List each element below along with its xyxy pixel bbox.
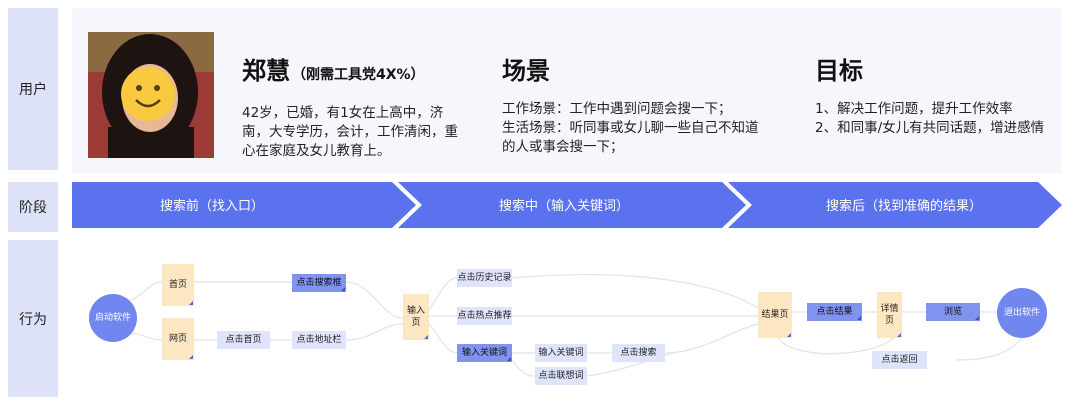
click-search-box-node: 点击搜索框 <box>292 274 346 292</box>
stage-after-label: 搜索后（找到准确的结果） <box>826 198 982 214</box>
detail-page-node: 详情页 <box>877 292 902 338</box>
row-label-action: 行为 <box>8 240 58 397</box>
scene-work: 工作场景：工作中遇到问题会搜一下； <box>502 101 732 117</box>
click-back-node: 点击返回 <box>872 351 927 369</box>
stage-bar: 搜索前（找入口） 搜索中（输入关键词） 搜索后（找到准确的结果） <box>72 182 1062 228</box>
web-page-node: 网页 <box>162 318 194 360</box>
input-page-node: 输入页 <box>403 294 429 340</box>
goal-title: 目标 <box>815 57 863 85</box>
stage-before-label: 搜索前（找入口） <box>160 198 264 214</box>
persona-tag: （刚需工具党4X%） <box>292 67 425 83</box>
click-search-node: 点击搜索 <box>612 344 665 362</box>
stage-during-arrow <box>398 182 746 228</box>
goal-1: 1、解决工作问题，提升工作效率 <box>815 101 1013 117</box>
scene-title: 场景 <box>502 57 550 85</box>
input-keyword-node: 输入关键词 <box>457 344 512 362</box>
row-label-user: 用户 <box>8 8 58 170</box>
result-page-node: 结果页 <box>758 292 792 338</box>
persona-panel: 郑慧（刚需工具党4X%） 42岁，已婚，有1女在上高中，济南，大专学历，会计，工… <box>72 8 1062 173</box>
goal-2: 2、和同事/女儿有共同话题，增进感情 <box>815 120 1045 136</box>
input-keyword-step-node: 输入关键词 <box>535 344 587 362</box>
click-address-bar-node: 点击地址栏 <box>292 331 346 349</box>
stage-during-label: 搜索中（输入关键词） <box>499 198 629 214</box>
row-label-stage: 阶段 <box>8 182 58 232</box>
persona-name: 郑慧 <box>242 57 290 85</box>
click-result-node: 点击结果 <box>807 303 862 321</box>
persona-description: 42岁，已婚，有1女在上高中，济南，大专学历，会计，工作清闲，重心在家庭及女儿教… <box>242 105 458 159</box>
persona-avatar-illustration <box>88 32 214 158</box>
persona-photo <box>88 32 214 158</box>
goal-info: 目标 1、解决工作问题，提升工作效率 2、和同事/女儿有共同话题，增进感情 <box>815 56 1055 138</box>
start-app-node: 启动软件 <box>89 294 137 342</box>
click-hot-recommend-node: 点击热点推荐 <box>457 307 512 325</box>
click-home-node: 点击首页 <box>217 331 270 349</box>
stage-after-arrow <box>728 182 1062 228</box>
scene-info: 场景 工作场景：工作中遇到问题会搜一下； 生活场景：听同事或女儿聊一些自己不知道… <box>502 56 762 157</box>
stage-before-arrow <box>72 182 416 228</box>
behavior-flow: 启动软件 首页 网页 点击搜索框 点击首页 点击地址栏 输入页 点击历史记录 点… <box>72 240 1062 397</box>
scene-life: 生活场景：听同事或女儿聊一些自己不知道的人或事会搜一下； <box>502 120 759 155</box>
exit-app-node: 退出软件 <box>997 288 1047 338</box>
click-suggestion-node: 点击联想词 <box>535 367 587 385</box>
home-page-node: 首页 <box>162 264 194 306</box>
persona-info: 郑慧（刚需工具党4X%） 42岁，已婚，有1女在上高中，济南，大专学历，会计，工… <box>242 56 462 161</box>
browse-node: 浏览 <box>926 303 980 321</box>
smiley-emoji-icon <box>121 67 175 121</box>
click-history-node: 点击历史记录 <box>457 269 512 287</box>
